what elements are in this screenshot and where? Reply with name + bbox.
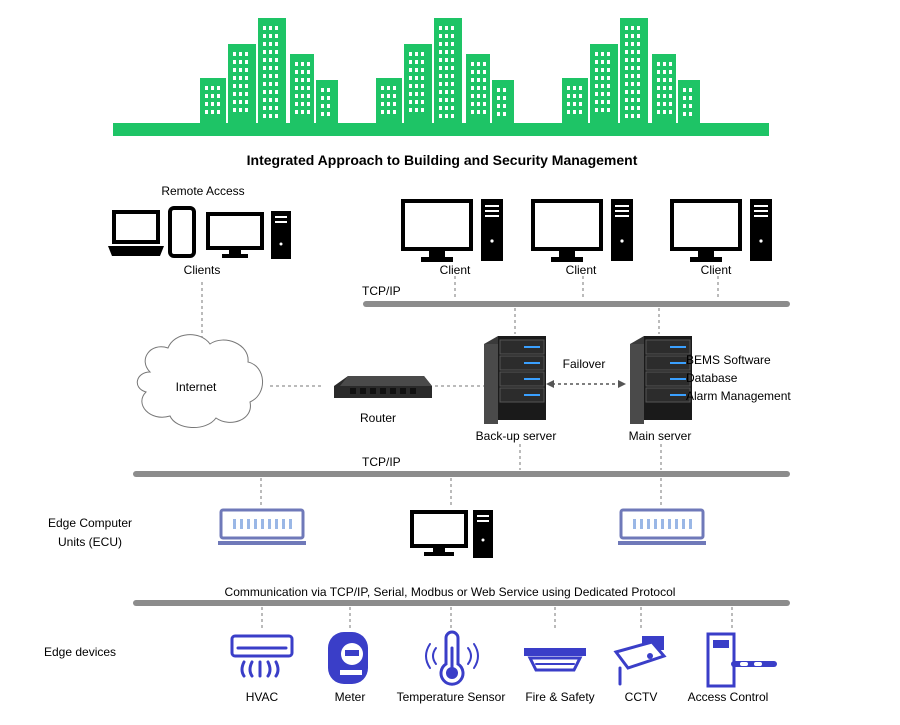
client-label-2: Client — [565, 263, 597, 277]
monitor-icon — [206, 212, 264, 258]
backup-server-label: Back-up server — [475, 429, 557, 443]
client-label-1: Client — [439, 263, 471, 277]
device-label-hvac: HVAC — [245, 690, 279, 704]
building-windows — [205, 26, 692, 118]
communication-label: Communication via TCP/IP, Serial, Modbus… — [224, 585, 676, 599]
tcpip-top-label: TCP/IP — [362, 284, 401, 298]
ecu-module-icon-1 — [216, 508, 308, 547]
main-server-role-bems: BEMS Software — [686, 353, 771, 367]
router-label: Router — [359, 411, 397, 425]
failover-arrow — [546, 380, 626, 388]
client-pc-icon-3 — [670, 197, 774, 264]
diagram-title: Integrated Approach to Building and Secu… — [246, 152, 638, 168]
smartphone-icon — [168, 206, 196, 258]
main-server-icon — [629, 335, 693, 425]
backup-server-icon — [483, 335, 547, 425]
smoke-detector-icon — [524, 648, 586, 672]
edge-device-icons — [230, 630, 777, 688]
device-label-meter: Meter — [334, 690, 366, 704]
client-pc-icon-2 — [531, 197, 635, 264]
cctv-camera-icon — [613, 636, 667, 686]
hvac-icon — [230, 634, 294, 678]
main-server-role-alarm: Alarm Management — [686, 389, 791, 403]
network-buses — [133, 301, 790, 606]
edge-devices-label: Edge devices — [44, 645, 117, 659]
internet-label: Internet — [175, 380, 217, 394]
device-label-temperature-sensor: Temperature Sensor — [396, 690, 506, 704]
connectors — [201, 276, 733, 630]
main-server-role-database: Database — [686, 371, 738, 385]
remote-access-devices — [108, 206, 291, 259]
access-gate-icon — [706, 632, 777, 688]
tcpip-mid-label: TCP/IP — [362, 455, 401, 469]
main-server-label: Main server — [628, 429, 692, 443]
device-label-cctv: CCTV — [624, 690, 658, 704]
client-label-3: Client — [700, 263, 732, 277]
meter-icon — [328, 632, 368, 684]
ecu-pc-icon — [410, 510, 493, 558]
pc-tower-icon — [271, 211, 291, 259]
router-icon — [334, 376, 432, 398]
device-label-fire-safety: Fire & Safety — [525, 690, 595, 704]
client-pc-icon-1 — [401, 197, 505, 264]
ecu-module-icon-2 — [616, 508, 708, 547]
clients-label: Clients — [183, 263, 221, 277]
failover-label: Failover — [562, 357, 606, 371]
internet-cloud-icon — [136, 334, 263, 428]
thermometer-icon — [425, 630, 479, 686]
remote-access-label: Remote Access — [161, 184, 245, 198]
ecu-label-line2: Units (ECU) — [57, 535, 122, 549]
ecu-label-line1: Edge Computer — [47, 516, 133, 530]
device-label-access-control: Access Control — [687, 690, 769, 704]
laptop-icon — [108, 210, 164, 256]
